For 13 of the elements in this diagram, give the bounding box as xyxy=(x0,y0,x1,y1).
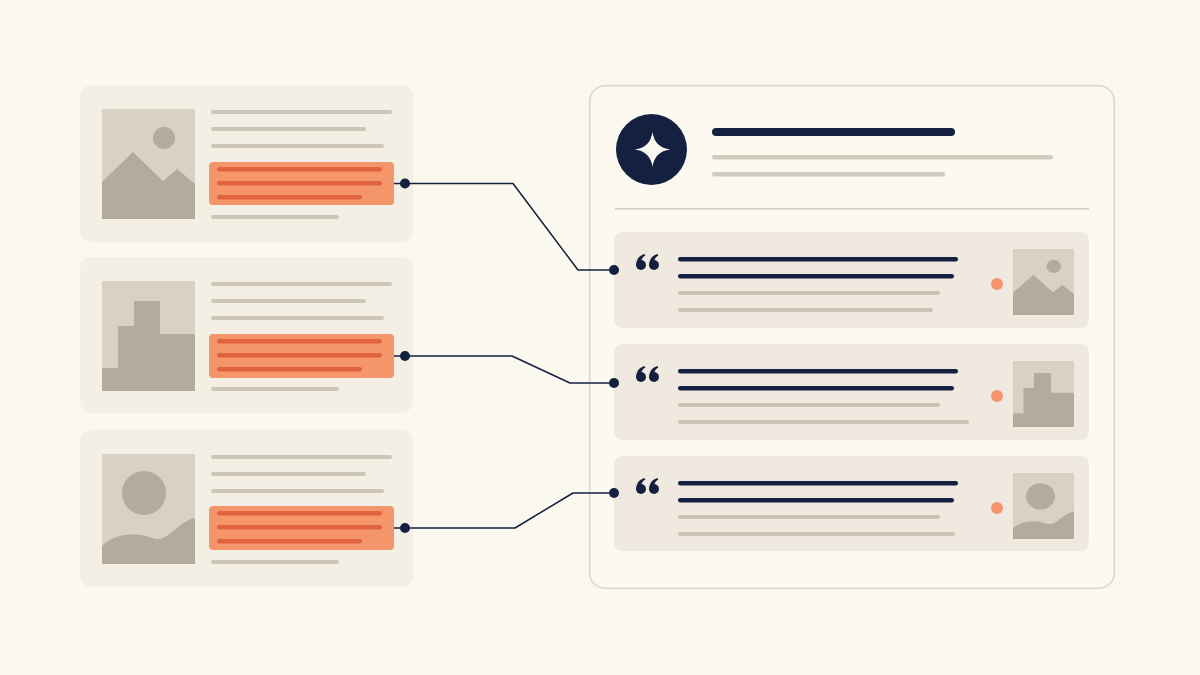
source-card xyxy=(80,85,413,242)
source-card xyxy=(80,430,413,587)
quote-card xyxy=(614,456,1089,551)
highlighted-passage xyxy=(209,162,394,205)
content-panel xyxy=(589,85,1115,589)
highlighted-passage xyxy=(209,506,394,550)
quote-card xyxy=(614,232,1089,328)
source-card xyxy=(80,257,413,413)
highlighted-passage xyxy=(209,334,394,378)
connector-line xyxy=(393,488,619,533)
quote-card xyxy=(614,344,1089,440)
connector-line xyxy=(393,351,619,388)
connector-line xyxy=(393,178,619,275)
